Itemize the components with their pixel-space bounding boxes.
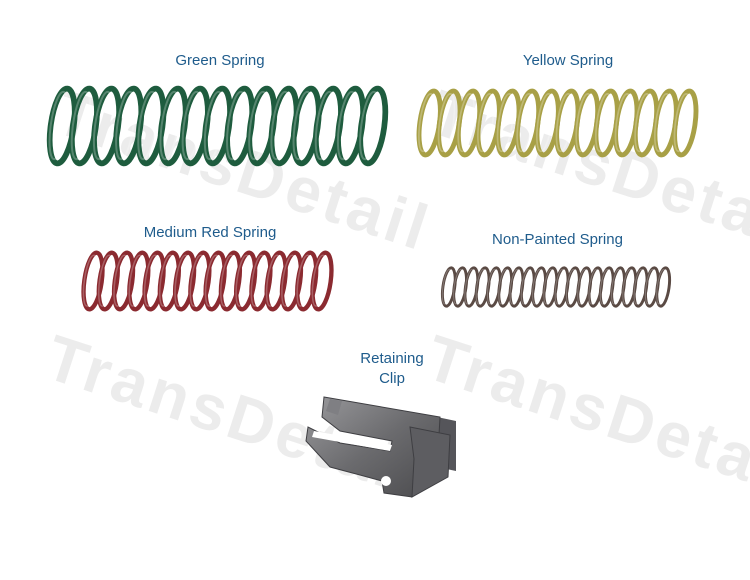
green-spring-coil-highlight — [203, 90, 225, 161]
green-spring-coil-highlight — [181, 90, 203, 161]
yellow-spring-coil-highlight — [614, 93, 633, 153]
yellow-spring-coil-highlight — [634, 93, 652, 153]
red-spring-coil-highlight — [113, 254, 129, 307]
non-painted-spring-label: Non-Painted Spring — [492, 231, 623, 248]
plain-spring-coil-highlight — [464, 269, 475, 305]
green-spring-coil — [357, 85, 389, 167]
red-spring-coil — [249, 250, 273, 312]
red-spring-coil — [188, 250, 212, 312]
yellow-spring-coil-highlight — [653, 93, 672, 153]
red-spring-coil — [310, 250, 334, 312]
yellow-spring-coil-highlight — [536, 93, 554, 153]
red-spring-coil-highlight — [174, 254, 190, 307]
plain-spring-coil-highlight — [644, 269, 656, 305]
red-spring-coil — [142, 250, 166, 312]
red-spring-coil-highlight — [250, 254, 267, 307]
red-spring-coil — [96, 250, 120, 312]
yellow-spring-coil-highlight — [594, 93, 613, 153]
red-spring-coil-highlight — [97, 254, 114, 307]
plain-spring-coil-highlight — [554, 269, 566, 305]
yellow-spring-coil-highlight — [496, 93, 515, 153]
retaining-clip — [305, 396, 456, 498]
red-spring-coil — [81, 250, 105, 312]
red-spring-coil-highlight — [296, 254, 312, 307]
green-spring-label: Green Spring — [175, 52, 265, 69]
red-spring-coil — [111, 250, 136, 312]
red-spring-coil-highlight — [204, 254, 221, 307]
non-painted-spring — [440, 266, 672, 308]
medium-red-spring-label: Medium Red Spring — [143, 224, 277, 241]
red-spring-coil-highlight — [220, 254, 236, 307]
plain-spring-coil-highlight — [532, 269, 543, 305]
red-spring-coil-highlight — [235, 254, 251, 307]
plain-spring-coil-highlight — [486, 269, 498, 305]
plain-spring-coil — [655, 266, 672, 308]
yellow-spring-coil-highlight — [575, 93, 593, 153]
green-spring-coil-highlight — [359, 90, 380, 161]
green-spring-coil-highlight — [226, 90, 247, 161]
plain-spring-coil-highlight — [498, 269, 509, 305]
yellow-spring-coil-highlight — [437, 93, 456, 153]
plain-spring-coil-highlight — [599, 269, 611, 305]
plain-spring-coil-highlight — [509, 269, 521, 305]
red-spring-coil-highlight — [189, 254, 206, 307]
green-spring-coil-highlight — [115, 90, 136, 161]
yellow-spring-coil-highlight — [418, 93, 436, 153]
green-spring-coil-highlight — [48, 90, 70, 161]
red-spring-coil — [234, 250, 258, 312]
green-spring-coil-highlight — [270, 90, 291, 161]
green-spring-coil-highlight — [314, 90, 336, 161]
green-spring-coil-highlight — [248, 90, 269, 161]
red-spring-coil — [218, 250, 243, 312]
red-spring-coil — [127, 250, 151, 312]
red-spring-coil-highlight — [281, 254, 297, 307]
medium-red-spring — [81, 250, 334, 312]
plain-spring-coil-highlight — [622, 269, 633, 305]
red-spring-coil — [279, 250, 304, 312]
red-spring-coil-highlight — [128, 254, 144, 307]
plain-spring-coil-highlight — [577, 269, 588, 305]
red-spring-coil — [157, 250, 181, 312]
yellow-spring-coil-highlight — [457, 93, 475, 153]
red-spring-coil-highlight — [159, 254, 175, 307]
plain-spring-coil-highlight — [588, 269, 599, 305]
plain-spring-coil-highlight — [543, 269, 554, 305]
yellow-spring-coil — [672, 88, 699, 158]
red-spring-coil-highlight — [143, 254, 160, 307]
green-spring-coil-highlight — [159, 90, 180, 161]
watermark: TransDetail — [417, 320, 750, 510]
red-spring-coil-highlight — [82, 254, 99, 307]
yellow-spring-label: Yellow Spring — [522, 52, 614, 69]
plain-spring-coil-highlight — [520, 269, 532, 305]
plain-spring-coil-highlight — [475, 269, 487, 305]
yellow-spring — [416, 88, 699, 158]
plain-spring-coil-highlight — [565, 269, 577, 305]
plain-spring-coil-highlight — [441, 269, 453, 305]
plain-spring-coil-highlight — [453, 269, 464, 305]
yellow-spring-coil-highlight — [555, 93, 574, 153]
yellow-spring-coil-highlight — [516, 93, 534, 153]
yellow-spring-coil-highlight — [477, 93, 495, 153]
green-spring-coil-highlight — [137, 90, 158, 161]
green-spring-coil-highlight — [292, 90, 314, 161]
plain-spring-coil-highlight — [656, 269, 667, 305]
red-spring-coil-highlight — [311, 254, 328, 307]
red-spring-coil — [172, 250, 197, 312]
red-spring-coil — [264, 250, 288, 312]
green-spring-coil-highlight — [92, 90, 114, 161]
plain-spring-coil-highlight — [611, 269, 622, 305]
green-spring-coil-highlight — [336, 90, 358, 161]
red-spring-coil — [203, 250, 227, 312]
red-spring-coil — [295, 250, 319, 312]
red-spring-coil-highlight — [265, 254, 282, 307]
green-spring-coil-highlight — [70, 90, 92, 161]
green-spring — [46, 85, 389, 167]
yellow-spring-coil-highlight — [673, 93, 692, 153]
retaining-clip-label: Retaining Clip — [360, 350, 424, 387]
plain-spring-coil-highlight — [633, 269, 645, 305]
